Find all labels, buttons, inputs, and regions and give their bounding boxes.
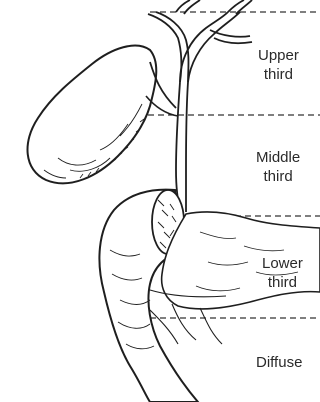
label-diffuse-line1: Diffuse: [256, 353, 302, 372]
label-lower-third: Lower third: [262, 254, 303, 292]
label-lower-line1: Lower: [262, 254, 303, 273]
label-diffuse: Diffuse: [256, 353, 302, 372]
common-bile-duct: [176, 82, 188, 212]
label-upper-line1: Upper: [258, 46, 299, 65]
label-upper-line2: third: [258, 65, 299, 84]
label-middle-third: Middle third: [256, 148, 300, 186]
label-lower-line2: third: [262, 273, 303, 292]
label-middle-line2: third: [256, 167, 300, 186]
label-upper-third: Upper third: [258, 46, 299, 84]
gallbladder: [28, 46, 178, 184]
label-middle-line1: Middle: [256, 148, 300, 167]
